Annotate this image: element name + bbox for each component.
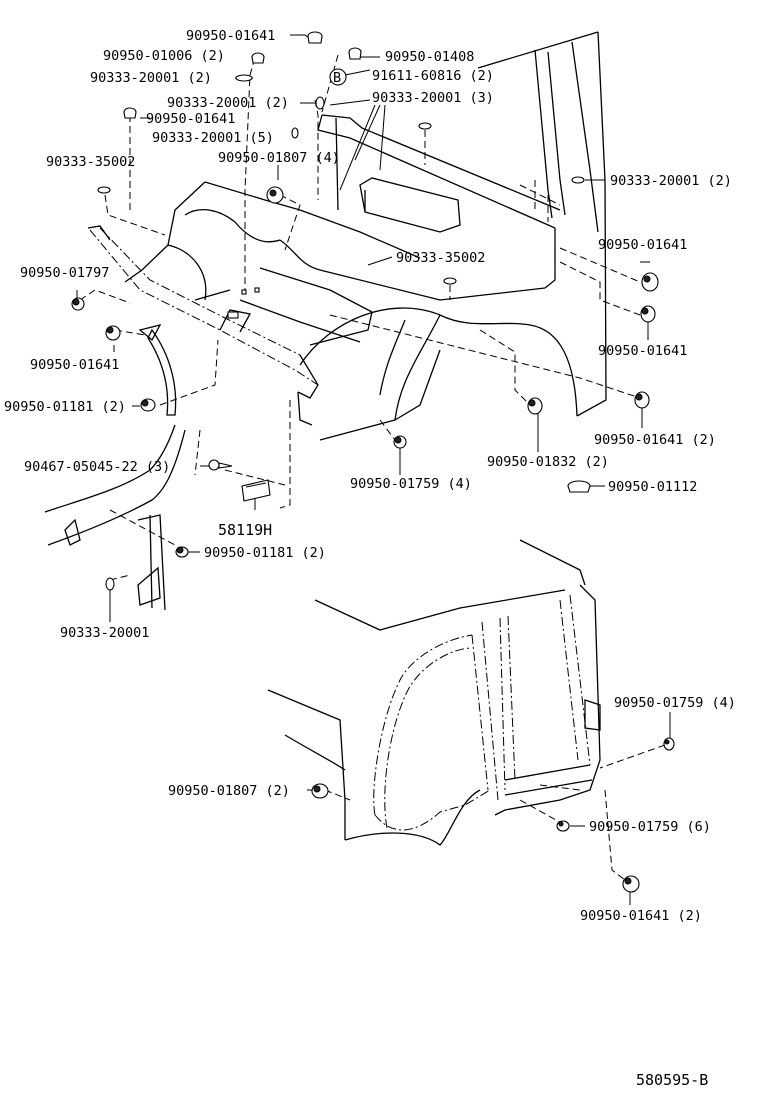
part-label: 90950-01759 (6)	[589, 819, 711, 835]
badge-b: B	[329, 68, 347, 86]
parts	[71, 31, 675, 893]
part-label: 90950-01006 (2)	[103, 48, 225, 64]
seal-icon	[443, 277, 457, 285]
part-label: 91611-60816 (2)	[372, 68, 494, 84]
seal-icon	[291, 127, 299, 139]
part-label: 90950-01112	[608, 479, 697, 495]
part-label: 90333-35002	[396, 250, 485, 266]
plug-icon	[307, 31, 323, 44]
body-side-outline	[267, 539, 601, 846]
plug-icon	[105, 325, 121, 341]
part-label: 58119H	[218, 521, 272, 539]
plug-icon	[311, 783, 329, 799]
part-label: 90333-20001 (2)	[90, 70, 212, 86]
plug-icon	[641, 272, 659, 292]
part-label: 90950-01807 (2)	[168, 783, 290, 799]
leader-lines	[76, 34, 671, 905]
part-label: 90950-01641	[30, 357, 119, 373]
seal-icon	[235, 74, 253, 82]
plug-icon	[348, 47, 362, 60]
assembly-lines	[79, 54, 666, 881]
plug-icon	[640, 305, 656, 323]
part-label: 90950-01641	[186, 28, 275, 44]
part-label: 90333-20001	[60, 625, 149, 641]
diagram-code: 580595-B	[636, 1071, 708, 1089]
plug-icon	[140, 398, 156, 412]
screw-icon	[208, 459, 233, 471]
part-label: 90333-20001 (5)	[152, 130, 274, 146]
seal-icon	[105, 577, 115, 591]
plug-icon	[556, 820, 570, 832]
floor-body-outline	[87, 31, 607, 441]
plug-icon	[175, 546, 189, 558]
part-label: 90950-01181 (2)	[204, 545, 326, 561]
part-label: 90467-05045-22 (3)	[24, 459, 170, 475]
part-label: 90950-01641	[146, 111, 235, 127]
part-label: 90950-01807 (4)	[218, 150, 340, 166]
seal-icon	[418, 122, 432, 130]
svg-text:B: B	[333, 70, 341, 86]
part-label: 90333-20001 (2)	[610, 173, 732, 189]
part-label: 90950-01797	[20, 265, 109, 281]
part-label: 90950-01759 (4)	[614, 695, 736, 711]
seal-icon	[571, 176, 585, 184]
part-label: 90950-01641	[598, 237, 687, 253]
part-label: 90950-01408	[385, 49, 474, 65]
part-label: 90333-20001 (3)	[372, 90, 494, 106]
plug-icon	[123, 107, 137, 119]
plug-icon	[266, 186, 284, 204]
bracket-icon	[241, 479, 271, 502]
plug-icon	[527, 397, 543, 415]
seal-icon	[97, 186, 111, 194]
part-label: 90333-35002	[46, 154, 135, 170]
plug-icon	[71, 297, 85, 311]
plug-icon	[634, 391, 650, 409]
part-label: 90950-01759 (4)	[350, 476, 472, 492]
part-label: 90950-01641 (2)	[580, 908, 702, 924]
cap-icon	[567, 480, 591, 493]
plug-icon	[393, 435, 407, 449]
part-label: 90950-01181 (2)	[4, 399, 126, 415]
plug-icon	[251, 52, 265, 64]
plug-icon	[622, 875, 640, 893]
part-label: 90950-01832 (2)	[487, 454, 609, 470]
part-label: 90950-01641 (2)	[594, 432, 716, 448]
part-label: 90333-20001 (2)	[167, 95, 289, 111]
pillar-detail-outline	[44, 424, 186, 611]
part-label: 90950-01641	[598, 343, 687, 359]
part-labels: 90950-01641 90950-01006 (2) 90950-01408 …	[4, 28, 736, 924]
seal-icon	[315, 96, 325, 110]
plug-icon	[663, 737, 675, 751]
